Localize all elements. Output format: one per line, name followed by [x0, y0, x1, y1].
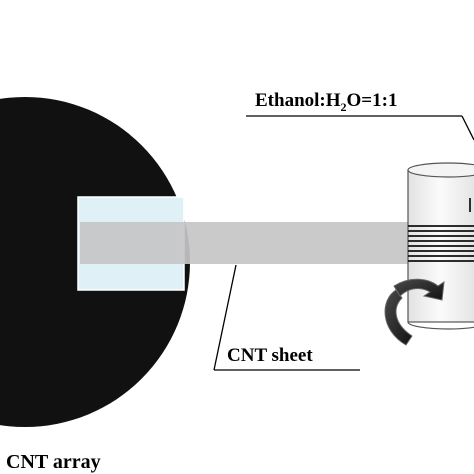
solvent-label-rest: O=1:1: [347, 90, 398, 111]
solvent-label-text: Ethanol:H: [255, 90, 341, 111]
sheet-label-text: CNT sheet: [227, 345, 313, 366]
cnt-windings: [408, 225, 474, 262]
solvent-label: Ethanol:H2O=1:1: [246, 90, 474, 212]
sheet-label: CNT sheet: [213, 264, 360, 371]
svg-text:Ethanol:H2O=1:1: Ethanol:H2O=1:1: [255, 90, 397, 114]
cnt-sheet: [80, 222, 420, 264]
rotation-arrow-icon: [384, 278, 445, 346]
sheet-leader-line: [213, 264, 237, 371]
solvent-label-subscript: 2: [341, 100, 347, 114]
array-label-text: CNT array: [6, 451, 101, 473]
